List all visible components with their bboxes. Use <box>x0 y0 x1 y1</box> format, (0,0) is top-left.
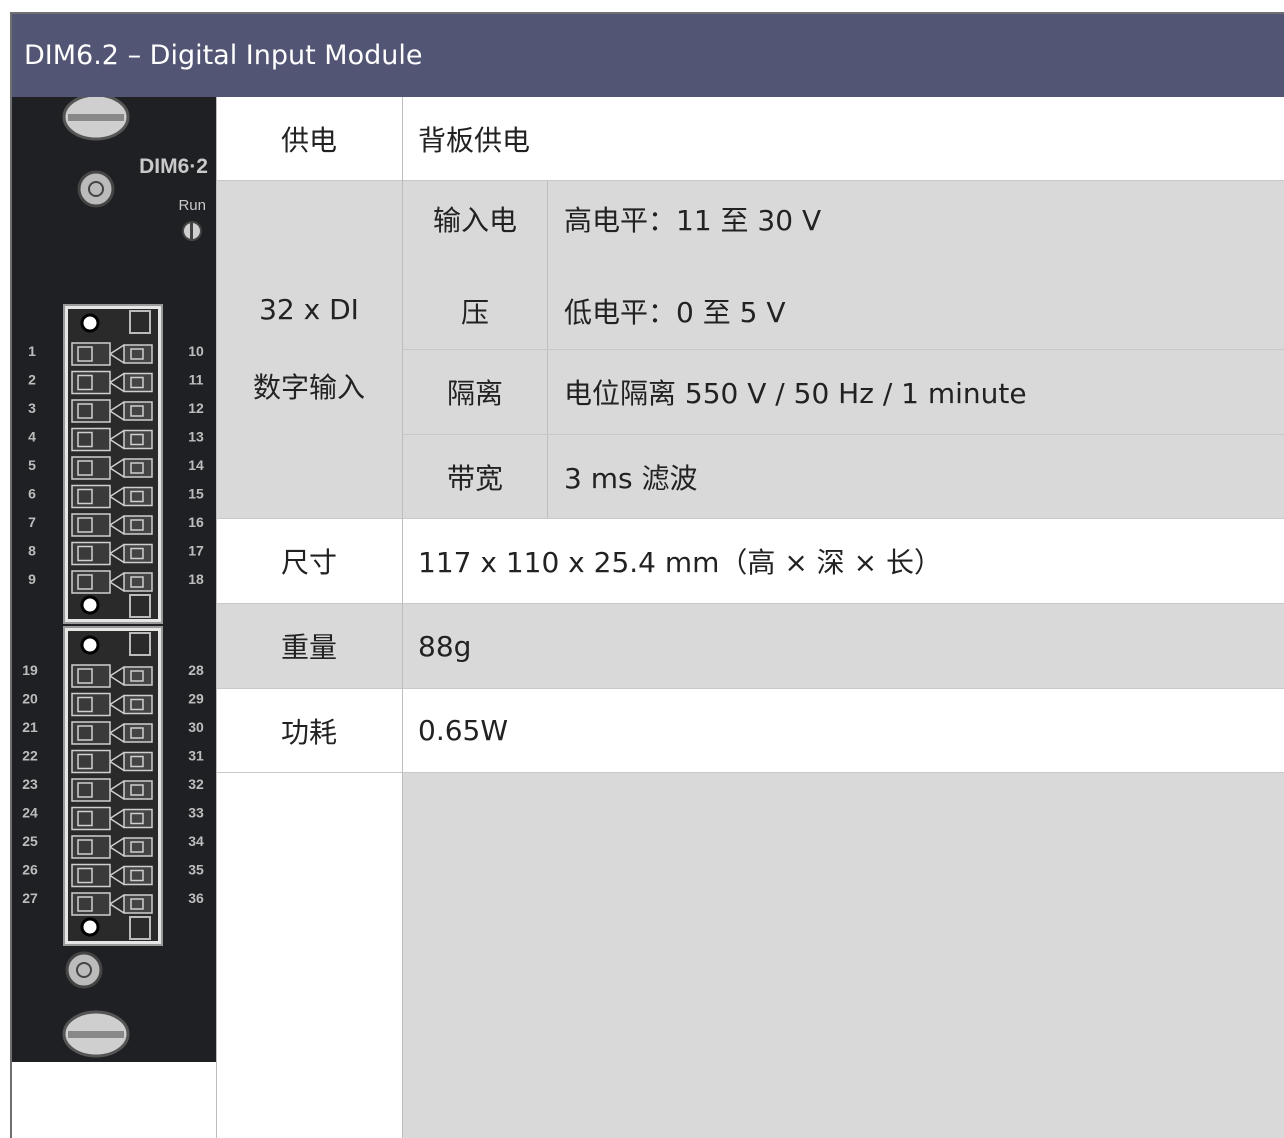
module-model-label: DIM6·2 <box>139 155 208 178</box>
terminal-number: 11 <box>189 372 204 388</box>
size-label: 尺寸 <box>280 546 337 579</box>
voltage-low: 低电平：0 至 5 V <box>564 296 786 329</box>
terminal-number: 13 <box>188 429 204 445</box>
terminal-number: 33 <box>188 805 204 821</box>
row-weight: 重量 88g <box>216 604 1284 689</box>
terminal-number: 19 <box>22 662 38 678</box>
isolation-label: 隔离 <box>402 350 548 434</box>
terminal-number: 21 <box>22 719 38 735</box>
terminal-number: 1 <box>28 343 36 359</box>
voltage-label-line1: 输入电 <box>432 204 517 237</box>
terminal-number: 29 <box>188 691 204 707</box>
terminal-number: 35 <box>188 862 204 878</box>
inputs-label: 32 x DI 数字输入 <box>216 181 402 518</box>
terminal-number: 32 <box>188 776 204 792</box>
column-divider-2 <box>402 97 403 1138</box>
row-size: 尺寸 117 x 110 x 25.4 mm（高 × 深 × 长） <box>216 519 1284 604</box>
subrow-isolation: 隔离 电位隔离 550 V / 50 Hz / 1 minute <box>402 350 1284 434</box>
inputs-label-line1: 32 x DI <box>259 293 359 326</box>
terminal-number: 6 <box>28 486 36 502</box>
terminal-number: 24 <box>22 805 38 821</box>
run-label: Run <box>178 197 206 214</box>
terminal-number: 7 <box>28 514 36 530</box>
column-divider-1 <box>216 97 217 1138</box>
consumption-label: 功耗 <box>280 715 337 749</box>
subrow-voltage: 输入电 压 高电平：11 至 30 V 低电平：0 至 5 V <box>402 181 1284 349</box>
bandwidth-value: 3 ms 滤波 <box>564 461 698 495</box>
terminal-number: 27 <box>22 890 38 906</box>
terminal-number: 25 <box>22 833 38 849</box>
terminal-number: 30 <box>188 719 204 735</box>
terminal-number: 8 <box>28 543 36 559</box>
bandwidth-label: 带宽 <box>402 435 548 518</box>
terminal-number: 3 <box>28 400 36 416</box>
voltage-label: 输入电 压 <box>402 181 548 349</box>
terminal-number: 36 <box>188 890 204 906</box>
row-inputs: 32 x DI 数字输入 输入电 压 高电平：11 至 30 V 低电平：0 至… <box>216 181 1284 519</box>
top-screw-icon <box>62 97 130 141</box>
terminal-number: 12 <box>188 400 204 416</box>
terminal-number: 26 <box>22 862 38 878</box>
inputs-label-line2: 数字输入 <box>252 371 365 404</box>
isolation-value: 电位隔离 550 V / 50 Hz / 1 minute <box>564 377 1027 410</box>
connector-block-upper <box>63 304 163 624</box>
terminal-number: 31 <box>188 748 204 764</box>
bottom-screw-icon <box>62 1010 130 1058</box>
terminal-number: 22 <box>22 748 38 764</box>
terminal-number: 17 <box>188 543 204 559</box>
weight-value: 88g <box>418 629 472 663</box>
empty-value-area <box>402 773 1284 1138</box>
module-image-blank-area <box>12 1062 216 1138</box>
row-power: 供电 背板供电 <box>216 97 1284 181</box>
row-consumption: 功耗 0.65W <box>216 689 1284 773</box>
terminal-number: 34 <box>188 833 204 849</box>
terminal-number: 15 <box>188 486 204 502</box>
connector-block-lower <box>63 626 163 946</box>
terminal-number: 5 <box>28 457 36 473</box>
terminal-number: 23 <box>22 776 38 792</box>
terminal-number: 2 <box>28 372 36 388</box>
subrow-bandwidth: 带宽 3 ms 滤波 <box>402 435 1284 518</box>
terminal-number: 28 <box>188 662 204 678</box>
terminal-number: 4 <box>28 429 36 445</box>
power-label: 供电 <box>280 123 337 157</box>
consumption-value: 0.65W <box>418 714 509 747</box>
power-value: 背板供电 <box>418 123 531 157</box>
page-title: DIM6.2 – Digital Input Module <box>12 14 1284 97</box>
voltage-label-line2: 压 <box>460 296 489 329</box>
bottom-bolt-icon <box>65 951 103 989</box>
terminal-number: 9 <box>28 571 36 587</box>
weight-label: 重量 <box>280 631 337 664</box>
terminal-number: 16 <box>188 514 204 530</box>
terminal-number-labels: 1234567891011121314151617181920212223242… <box>22 343 204 906</box>
terminal-number: 20 <box>22 691 38 707</box>
voltage-values: 高电平：11 至 30 V 低电平：0 至 5 V <box>548 181 1284 349</box>
terminal-number: 14 <box>188 457 204 473</box>
voltage-high: 高电平：11 至 30 V <box>564 204 822 237</box>
terminal-number: 10 <box>188 343 204 359</box>
terminal-number: 18 <box>188 571 204 587</box>
top-bolt-icon <box>77 170 115 208</box>
size-value: 117 x 110 x 25.4 mm（高 × 深 × 长） <box>418 546 942 579</box>
